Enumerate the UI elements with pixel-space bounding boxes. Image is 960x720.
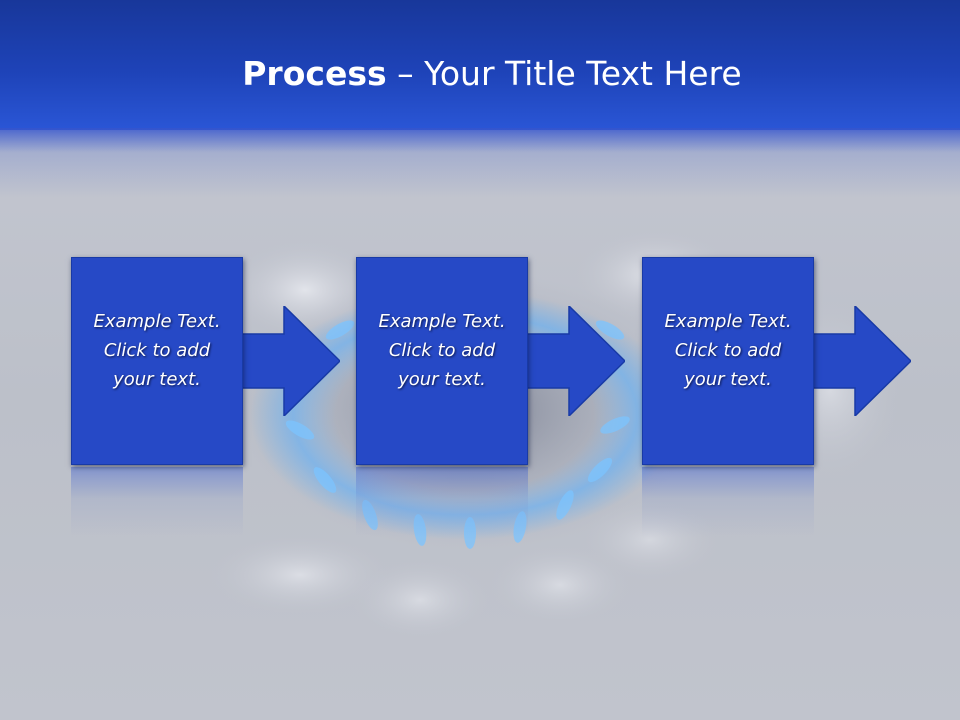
step-3-line-3: your text. (684, 368, 772, 390)
step-1-box[interactable]: Example Text. Click to add your text. (71, 257, 243, 465)
step-3-text[interactable]: Example Text. Click to add your text. (648, 307, 808, 394)
title-bold-text: Process (242, 54, 387, 93)
step-3-line-1: Example Text. (664, 310, 792, 332)
step-1-line-3: your text. (113, 368, 201, 390)
step-2-line-2: Click to add (388, 339, 496, 361)
title-rest-text: – Your Title Text Here (386, 54, 742, 93)
title-banner-fade (0, 128, 960, 198)
step-1-reflection (71, 467, 243, 537)
step-3-reflection (642, 467, 814, 537)
step-3-arrow-icon (811, 306, 911, 416)
title-banner (0, 0, 960, 130)
step-1-arrow-icon (240, 306, 340, 416)
step-3-line-2: Click to add (674, 339, 782, 361)
step-1-line-2: Click to add (103, 339, 211, 361)
step-1-line-1: Example Text. (93, 310, 221, 332)
step-2-line-1: Example Text. (378, 310, 506, 332)
step-2-line-3: your text. (398, 368, 486, 390)
step-2-text[interactable]: Example Text. Click to add your text. (362, 307, 522, 394)
step-2-box[interactable]: Example Text. Click to add your text. (356, 257, 528, 465)
step-2-arrow-icon (525, 306, 625, 416)
slide-title[interactable]: Process – Your Title Text Here (0, 52, 960, 96)
step-2-reflection (356, 467, 528, 537)
step-1-text[interactable]: Example Text. Click to add your text. (77, 307, 237, 394)
step-3-box[interactable]: Example Text. Click to add your text. (642, 257, 814, 465)
